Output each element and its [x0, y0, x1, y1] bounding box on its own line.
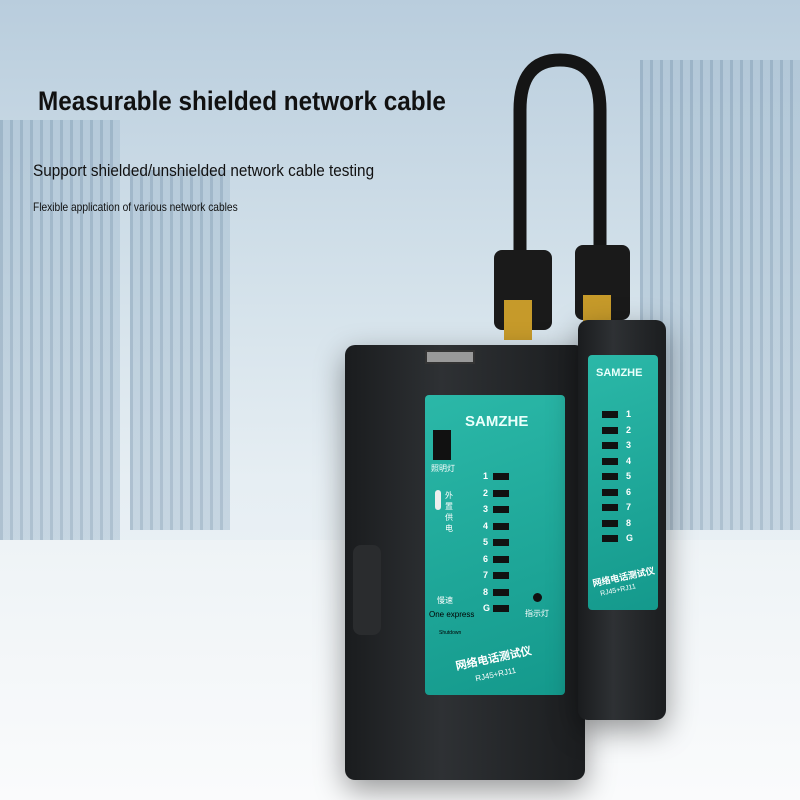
brand-logo: SAMZHE [465, 413, 529, 430]
rj45-port [425, 350, 475, 364]
led-8 [493, 588, 509, 596]
led-4 [493, 522, 509, 530]
led-label: 4 [626, 455, 632, 466]
led-6 [493, 555, 509, 563]
led-label: G [626, 533, 634, 543]
led-8 [602, 519, 618, 527]
led-label: 2 [626, 424, 632, 435]
led-7 [602, 504, 618, 511]
led-label: 7 [483, 570, 489, 580]
led-label: 3 [483, 504, 489, 514]
led-label: 5 [483, 537, 489, 547]
led-label: 2 [483, 487, 489, 498]
led-label: 7 [626, 502, 632, 512]
subheadline: Support shielded/unshielded network cabl… [33, 161, 375, 180]
light-label: 照明灯 [431, 464, 455, 473]
server-rack [0, 120, 120, 550]
led-label: 4 [483, 520, 489, 531]
led-label: G [483, 603, 491, 613]
led-label: 3 [626, 440, 632, 450]
indicator-led [533, 593, 542, 602]
led-6 [602, 488, 618, 496]
caption: Flexible application of various network … [33, 200, 238, 214]
led-1 [493, 473, 509, 480]
led-2 [602, 426, 618, 434]
led-label: 6 [626, 486, 632, 497]
one-express-label: One express [429, 610, 475, 619]
led-3 [493, 506, 509, 513]
headline: Measurable shielded network cable [38, 86, 446, 116]
server-rack [130, 170, 230, 530]
flashlight [433, 430, 451, 460]
led-4 [602, 457, 618, 465]
product-name: 网络电话测试仪 [454, 645, 533, 673]
server-rack [640, 60, 800, 530]
led-label: 6 [483, 553, 489, 564]
led-3 [602, 442, 618, 449]
brand-logo: SAMZHE [596, 367, 643, 379]
led-label: 1 [483, 471, 489, 481]
led-7 [493, 572, 509, 579]
led-G [493, 605, 509, 612]
power-jack [435, 490, 441, 510]
led-5 [493, 539, 509, 546]
led-label: 8 [483, 586, 489, 597]
led-5 [602, 473, 618, 480]
led-G [602, 535, 618, 542]
led-label: 8 [626, 517, 632, 528]
power-switch[interactable] [353, 545, 381, 635]
led-label: 1 [626, 409, 632, 419]
slow-label: 慢速 [437, 596, 453, 605]
led-2 [493, 489, 509, 497]
shutdown-label: Shutdown [439, 630, 462, 636]
indicator-label: 指示灯 [525, 609, 549, 618]
power-label: 外置供电 [445, 491, 453, 533]
led-label: 5 [626, 471, 632, 481]
led-1 [602, 411, 618, 418]
